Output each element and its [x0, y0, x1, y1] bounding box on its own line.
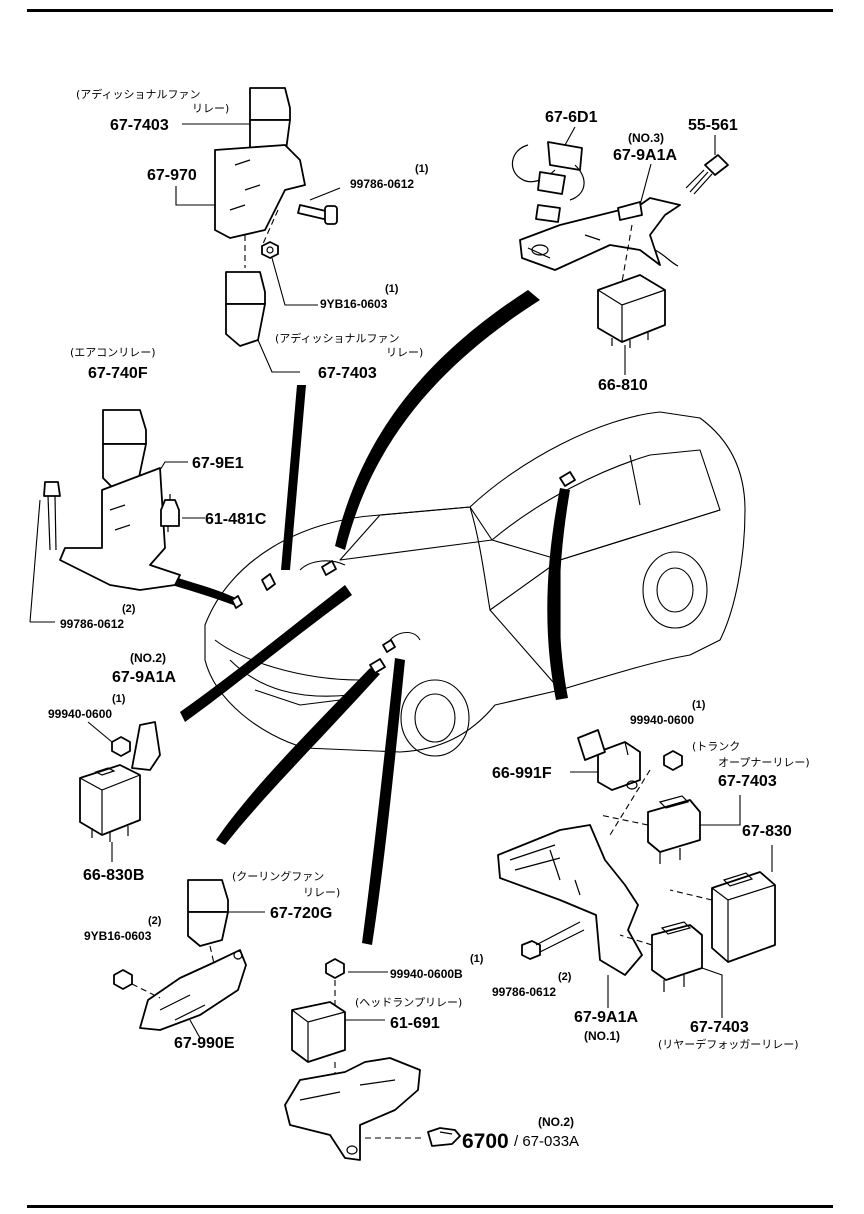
- label-67990e: 67-990E: [174, 1035, 235, 1052]
- label-67740f: 67-740F: [88, 365, 148, 382]
- top-left-relay-group: [175, 87, 341, 373]
- label-6700: 6700: [462, 1130, 509, 1153]
- label-677403-c-note: (クーリングファン: [232, 869, 324, 883]
- label-67970: 67-970: [147, 167, 197, 184]
- label-677403-a-note: (アディッショナルファン: [76, 87, 201, 101]
- label-67740f-note: (エアコンリレー): [70, 346, 156, 359]
- bottom-center-relay-group: [284, 958, 425, 1161]
- label-67720g: 67-720G: [270, 905, 332, 922]
- label-677403-c-note2: リレー): [303, 886, 340, 899]
- label-66991f: 66-991F: [492, 765, 552, 782]
- label-677403-a: 67-7403: [110, 117, 169, 134]
- label-67830: 67-830: [742, 823, 792, 840]
- label-61691-note: (ヘッドランプリレー): [355, 996, 462, 1009]
- label-679a1a-no1-qty: (NO.1): [584, 1029, 620, 1043]
- label-99786-0612-c: 99786-0612: [492, 985, 556, 999]
- label-99940-0600-c: 99940-0600: [630, 713, 694, 727]
- label-9yb16-0603-b: 9YB16-0603: [84, 929, 152, 943]
- label-676d1: 67-6D1: [545, 109, 598, 126]
- label-99786-0612-b: 99786-0612: [60, 617, 124, 631]
- left-lower-relay-group: [79, 721, 161, 862]
- label-99786-0612-c-qty: (2): [558, 971, 572, 983]
- label-677403-e-note: (リヤーデフォッガーリレー): [658, 1037, 799, 1051]
- label-679a1a-no3-qty: (NO.3): [628, 131, 664, 145]
- label-99786-0612-b-qty: (2): [122, 603, 136, 615]
- label-679a1a-no3: 67-9A1A: [613, 147, 677, 164]
- left-middle-relay-group: [29, 409, 205, 623]
- label-677403-d-note2: オープナーリレー): [718, 756, 810, 769]
- label-55561: 55-561: [688, 117, 738, 134]
- label-679a1a-no1: 67-9A1A: [574, 1009, 638, 1026]
- label-677403-b-note2: リレー): [386, 346, 423, 359]
- label-99940-0600b: 99940-0600B: [390, 967, 463, 981]
- label-677403-d: 67-7403: [718, 773, 777, 790]
- label-679e1: 67-9E1: [192, 455, 244, 472]
- label-99786-0612-a: 99786-0612: [350, 177, 414, 191]
- label-99940-0600-a: 99940-0600: [48, 707, 112, 721]
- label-99940-0600-a-qty: (1): [112, 693, 126, 705]
- label-61691: 61-691: [390, 1015, 440, 1032]
- top-border: [27, 9, 833, 12]
- bottom-left-relay-group: [113, 879, 265, 1039]
- label-6700-qty: (NO.2): [538, 1115, 574, 1129]
- car-illustration: [204, 411, 746, 757]
- label-6700-ref: / 67-033A: [514, 1133, 579, 1150]
- top-right-relay-group: [511, 126, 729, 375]
- bottom-border: [27, 1205, 833, 1208]
- label-9yb16-0603-a: 9YB16-0603: [320, 297, 388, 311]
- label-677403-a-note2: リレー): [192, 102, 229, 115]
- label-9yb16-0603-b-qty: (2): [148, 915, 162, 927]
- label-677403-b: 67-7403: [318, 365, 377, 382]
- label-9yb16-0603-a-qty: (1): [385, 283, 399, 295]
- pointer-bands: [175, 290, 576, 945]
- label-677403-e: 67-7403: [690, 1019, 749, 1036]
- pointing-hand-icon: [427, 1127, 461, 1147]
- label-99786-0612-a-qty: (1): [415, 163, 429, 175]
- label-99940-0600b-qty: (1): [470, 953, 484, 965]
- label-679a1a-no2: 67-9A1A: [112, 669, 176, 686]
- bottom-right-relay-group: [497, 729, 776, 1018]
- label-679a1a-no2-qty: (NO.2): [130, 651, 166, 665]
- label-66810: 66-810: [598, 377, 648, 394]
- label-66830b: 66-830B: [83, 867, 144, 884]
- label-61481c: 61-481C: [205, 511, 267, 528]
- label-677403-d-note: (トランク: [692, 740, 740, 753]
- label-677403-b-note: (アディッショナルファン: [275, 331, 400, 345]
- label-99940-0600-c-qty: (1): [692, 699, 706, 711]
